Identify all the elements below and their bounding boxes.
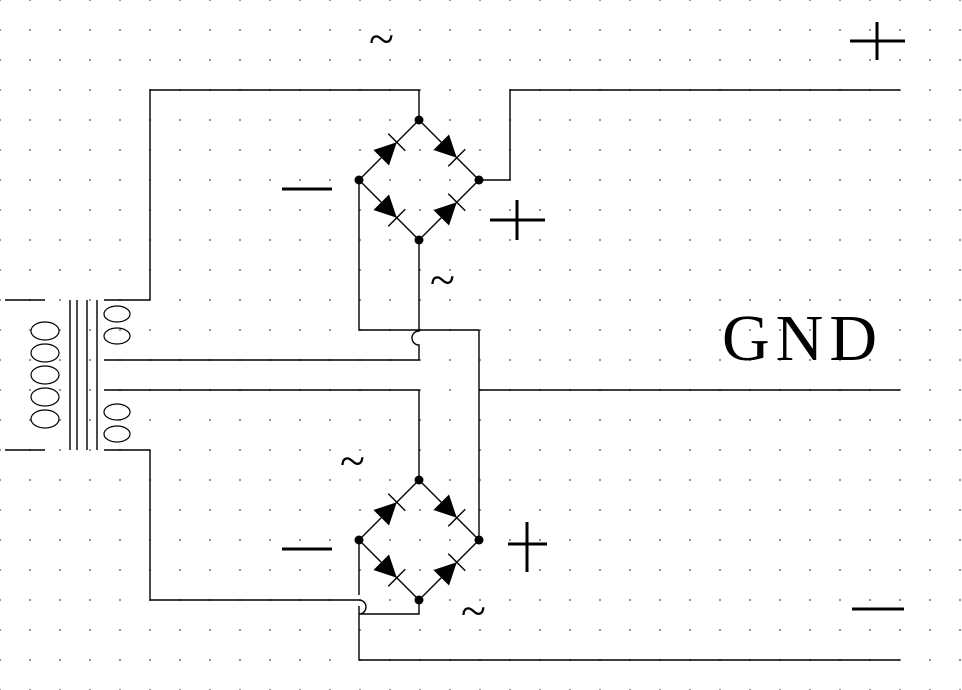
wire-ac2-lower bbox=[149, 450, 420, 615]
plus-symbol-upper-bridge bbox=[490, 200, 545, 240]
wire-gnd bbox=[478, 330, 900, 540]
transformer-primary-coil bbox=[30, 321, 60, 429]
wires bbox=[149, 89, 900, 661]
ac-label-top: ~ bbox=[369, 13, 394, 64]
wire-ac1-upper bbox=[149, 89, 420, 300]
bridge-rectifier-upper bbox=[354, 115, 484, 245]
transformer bbox=[5, 299, 150, 451]
transformer-secondary-coil-1 bbox=[103, 299, 150, 361]
ac-label-upper-bridge-bottom: ~ bbox=[430, 254, 455, 305]
wire-upper-negative bbox=[358, 180, 479, 331]
transformer-core bbox=[69, 300, 98, 450]
wire-negative-out bbox=[358, 540, 900, 661]
plus-symbol-lower-bridge bbox=[508, 522, 547, 572]
gnd-label: GND bbox=[722, 302, 883, 375]
polarity-symbols bbox=[282, 22, 905, 611]
transformer-secondary-coil-2 bbox=[103, 389, 150, 451]
ac-label-lower-bridge-bottom: ~ bbox=[461, 585, 486, 636]
ac-label-lower-bridge-top: ~ bbox=[340, 435, 365, 486]
plus-symbol-output bbox=[850, 22, 905, 60]
wire-positive-out bbox=[479, 89, 900, 181]
wire-ac1-lower bbox=[150, 389, 420, 480]
wire-ac2-upper bbox=[150, 240, 420, 361]
